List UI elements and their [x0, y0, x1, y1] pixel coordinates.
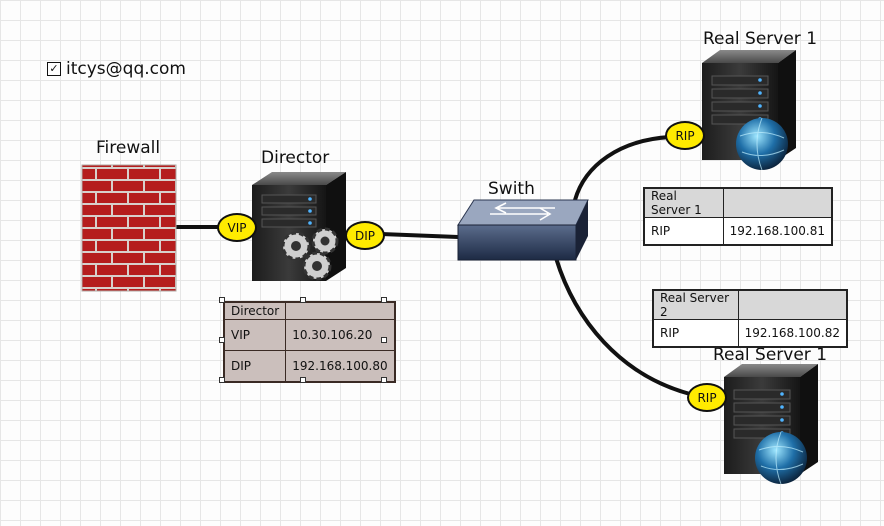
selection-handle[interactable] [219, 297, 225, 303]
firewall-label: Firewall [96, 138, 161, 158]
rs2-rip-key: RIP [652, 319, 739, 348]
director-switch-link [379, 232, 459, 239]
email-text: itcys@qq.com [66, 59, 186, 79]
selection-handle[interactable] [219, 337, 225, 343]
switch-rs1-link [573, 135, 671, 201]
gear-icon [281, 227, 339, 281]
globe-icon [736, 118, 788, 170]
firewall-icon [81, 164, 177, 292]
rip-badge-top: RIP [665, 121, 705, 150]
dip-badge: DIP [345, 221, 385, 250]
rip-badge-bottom: RIP [687, 383, 727, 412]
rs1-rip-value: 192.168.100.81 [722, 217, 833, 246]
rs2-info-table: Real Server 2 RIP 192.168.100.82 [652, 289, 848, 348]
checkbox-icon: ✓ [47, 62, 61, 76]
switch-label: Swith [488, 179, 535, 199]
switch-rs2-link [554, 257, 691, 396]
real-server-2-icon [724, 364, 818, 485]
switch-icon [457, 199, 589, 261]
real-server-top-label: Real Server 1 [703, 29, 818, 49]
globe-icon [755, 432, 807, 484]
director-label: Director [261, 148, 330, 168]
director-vip-value: 10.30.106.20 [285, 319, 396, 351]
rs1-info-table: Real Server 1 RIP 192.168.100.81 [643, 187, 833, 246]
rs2-rip-value: 192.168.100.82 [737, 319, 848, 348]
rs1-table-title-blank [722, 187, 833, 218]
director-dip-key: DIP [223, 350, 287, 383]
selection-handle[interactable] [300, 377, 306, 383]
selection-handle[interactable] [381, 297, 387, 303]
director-table-title: Director [223, 301, 287, 320]
selection-handle[interactable] [300, 297, 306, 303]
vip-badge: VIP [217, 213, 257, 242]
director-vip-key: VIP [223, 319, 287, 351]
rs2-table-title: Real Server 2 [652, 289, 739, 320]
real-server-bottom-label: Real Server 1 [713, 345, 828, 365]
real-server-1-icon [702, 50, 796, 171]
director-dip-value: 192.168.100.80 [285, 350, 396, 383]
selection-handle[interactable] [381, 337, 387, 343]
director-table-title-blank [285, 301, 396, 320]
rs1-rip-key: RIP [643, 217, 724, 246]
selection-handle[interactable] [381, 377, 387, 383]
rs2-table-title-blank [737, 289, 848, 320]
selection-handle[interactable] [219, 377, 225, 383]
rs1-table-title: Real Server 1 [643, 187, 724, 218]
director-info-table: Director VIP 10.30.106.20 DIP 192.168.10… [223, 301, 396, 383]
email-label: ✓ itcys@qq.com [47, 59, 186, 79]
director-server-icon [252, 172, 346, 281]
